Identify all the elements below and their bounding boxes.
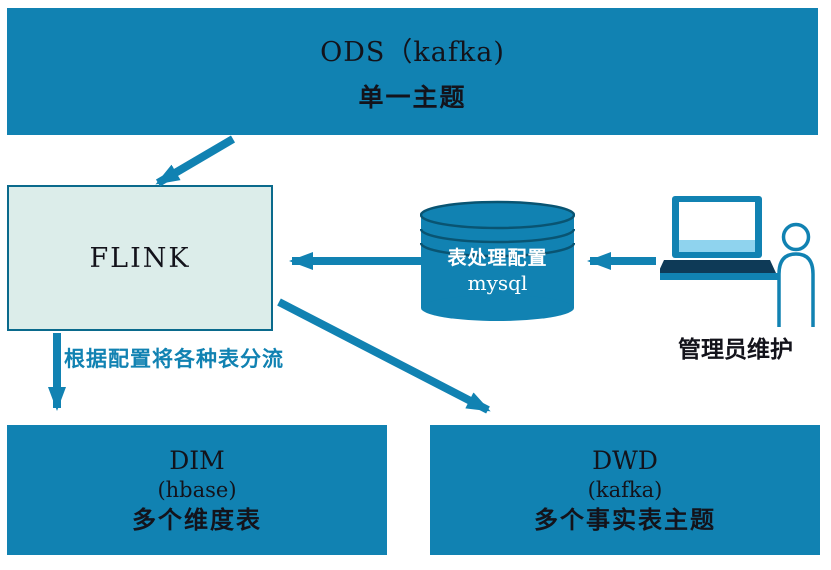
dim-desc: 多个维度表 (132, 505, 262, 534)
flink-box: FLINK (7, 185, 273, 331)
laptop-screen-band (679, 240, 755, 252)
person-head (781, 222, 811, 252)
dim-title: DIM (169, 445, 225, 475)
admin-maintain-label: 管理员维护 (678, 337, 793, 363)
laptop-base (660, 273, 778, 280)
person-body (777, 252, 815, 327)
dim-subtitle: (hbase) (157, 477, 237, 502)
person-icon (777, 222, 815, 327)
cylinder-bottom (421, 295, 574, 321)
laptop-icon (660, 196, 778, 280)
dwd-box: DWD (kafka) 多个事实表主题 (430, 425, 820, 555)
mysql-label: mysql (467, 271, 528, 295)
dim-box: DIM (hbase) 多个维度表 (7, 425, 387, 555)
dwd-title: DWD (592, 445, 658, 475)
mysql-db-labels: 表处理配置 mysql (420, 246, 575, 296)
laptop-keyboard (660, 260, 776, 273)
flink-label: FLINK (89, 242, 191, 274)
table-config-label: 表处理配置 (447, 247, 548, 269)
cylinder-ring (420, 228, 575, 244)
arrow-ods-to-flink (155, 135, 236, 187)
ods-subtitle: 单一主题 (358, 82, 467, 112)
cylinder-top (420, 200, 575, 230)
mysql-database-icon (420, 200, 575, 321)
cylinder-body (421, 215, 574, 308)
dwd-subtitle: (kafka) (587, 477, 663, 502)
cylinder-ring (420, 242, 575, 258)
split-note-label: 根据配置将各种表分流 (64, 347, 284, 371)
ods-title: ODS（kafka) (320, 36, 505, 68)
ods-box: ODS（kafka) 单一主题 (7, 8, 818, 135)
dwd-desc: 多个事实表主题 (534, 505, 716, 534)
